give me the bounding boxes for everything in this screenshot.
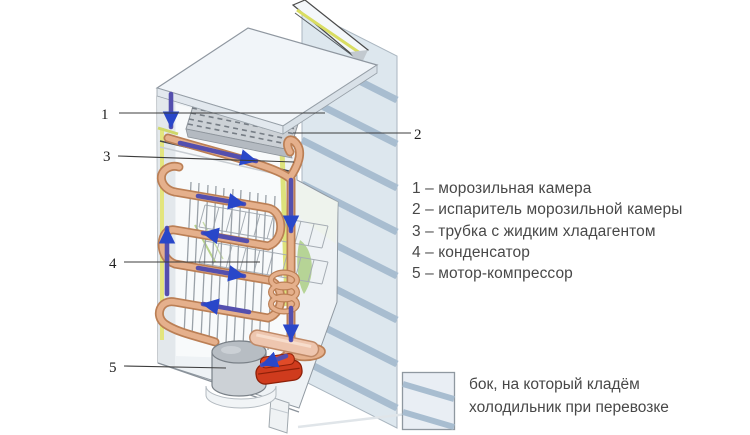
legend-item: 4 – конденсатор <box>412 243 530 261</box>
legend: 1 – морозильная камера 2 – испаритель мо… <box>412 178 682 284</box>
transport-note: бок, на который кладём холодильник при п… <box>469 376 669 416</box>
callout-2-num: 2 <box>414 127 422 143</box>
callout-4-num: 4 <box>109 256 117 272</box>
wire-shelves <box>194 204 329 285</box>
heat-exchanger-coil <box>268 269 300 315</box>
legend-item: 5 – мотор-компрессор <box>412 265 573 283</box>
top-panel <box>155 27 379 135</box>
callouts: 1 2 3 4 5 <box>101 107 422 376</box>
leaning-door-panel <box>291 0 370 67</box>
compressor-base <box>205 385 277 409</box>
fridge-leg <box>268 396 290 434</box>
legend-item: 3 – трубка с жидким хладагентом <box>412 222 656 240</box>
callout-5-num: 5 <box>109 360 117 376</box>
legend-item: 2 – испаритель морозильной камеры <box>412 201 683 219</box>
transport-side-swatch <box>401 371 456 431</box>
callout-5: 5 <box>109 360 227 376</box>
flow-arrows <box>158 91 300 368</box>
legend-item: 1 – морозильная камера <box>412 180 592 197</box>
callout-2: 2 <box>293 127 422 143</box>
callout-4: 4 <box>109 256 260 272</box>
callout-3: 3 <box>103 149 295 165</box>
callout-3-num: 3 <box>103 149 111 165</box>
callout-1-num: 1 <box>101 107 109 123</box>
callout-1: 1 <box>101 107 325 123</box>
